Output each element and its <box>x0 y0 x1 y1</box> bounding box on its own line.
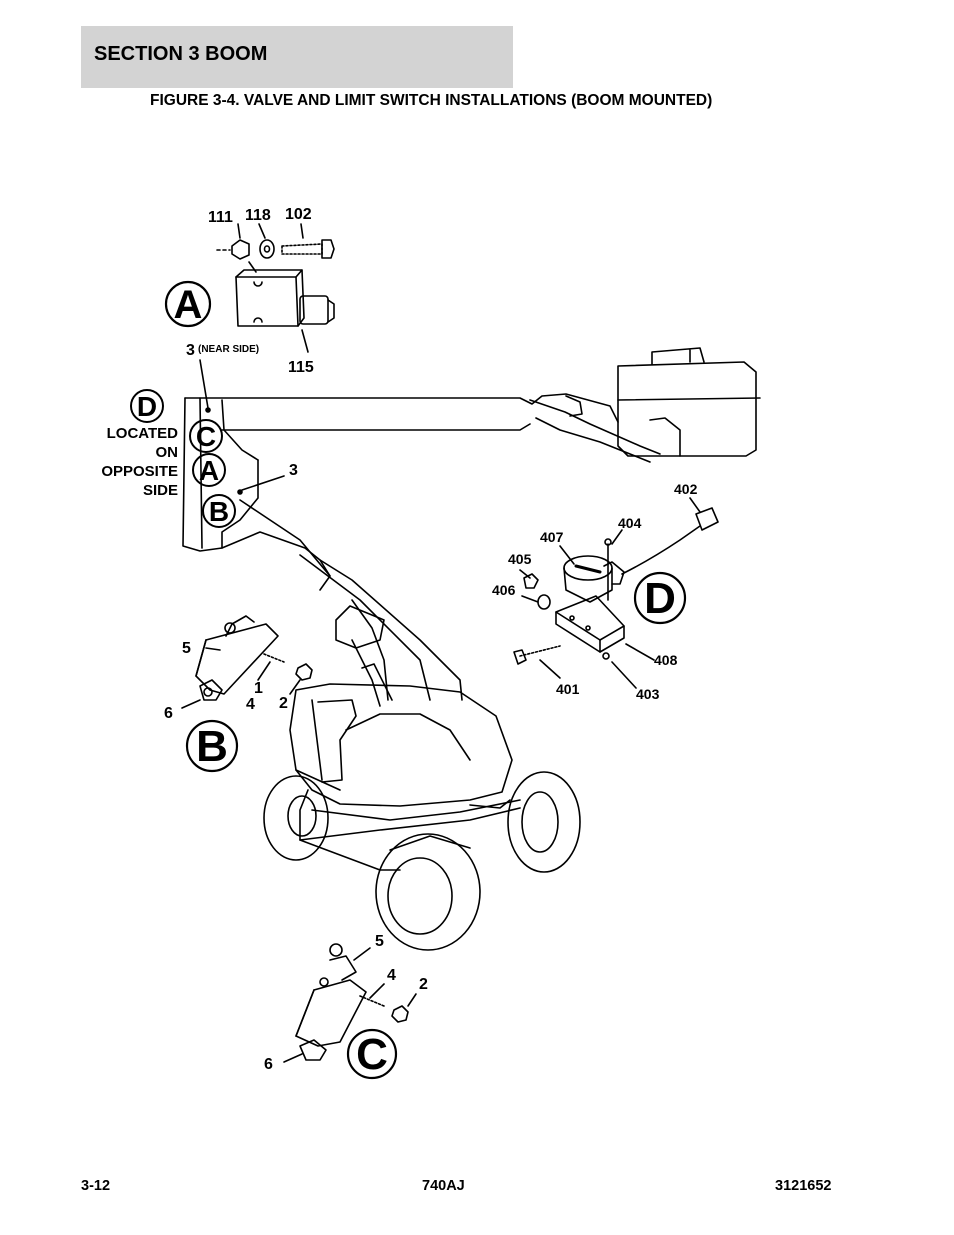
located-line-4: SIDE <box>143 482 178 499</box>
marker-c-circle <box>189 419 223 453</box>
view-c-limit-switch <box>283 943 417 1063</box>
section-title: SECTION 3 BOOM <box>94 43 268 65</box>
aerial-lift-machine <box>182 347 761 951</box>
view-b-part-6: 6 <box>164 705 173 722</box>
part-401: 401 <box>556 681 580 697</box>
part-102: 102 <box>285 206 312 223</box>
marker-d-circle <box>130 389 164 423</box>
part-406: 406 <box>492 582 516 598</box>
view-a-label: A <box>174 283 203 327</box>
marker-a-circle <box>192 453 226 487</box>
part-403: 403 <box>636 686 660 702</box>
part-408: 408 <box>654 652 678 668</box>
part-405: 405 <box>508 551 532 567</box>
view-b-part-1: 1 <box>254 680 263 697</box>
view-a-circle <box>164 280 212 328</box>
model-number: 740AJ <box>422 1178 465 1194</box>
part-3-right: 3 <box>289 462 298 479</box>
marker-b-label: B <box>209 496 229 527</box>
document-number: 3121652 <box>775 1178 832 1194</box>
view-d-limit-switch <box>513 497 719 689</box>
view-c-circle <box>346 1028 398 1080</box>
view-c-part-4: 4 <box>387 967 396 984</box>
page-number: 3-12 <box>81 1178 111 1194</box>
figure-title: FIGURE 3-4. VALVE AND LIMIT SWITCH INSTA… <box>150 92 713 109</box>
marker-c-label: C <box>196 421 216 452</box>
view-d-circle <box>633 571 687 625</box>
part-402: 402 <box>674 481 698 497</box>
marker-a-label: A <box>199 455 219 486</box>
view-c-part-5: 5 <box>375 933 384 950</box>
section-header: SECTION 3 BOOM <box>81 26 513 88</box>
view-b-part-2: 2 <box>279 695 288 712</box>
part-115: 115 <box>288 359 314 376</box>
view-c-label: C <box>356 1030 388 1079</box>
view-b-part-5: 5 <box>182 640 191 657</box>
located-line-1: LOCATED <box>107 425 179 442</box>
marker-d-label: D <box>137 391 157 422</box>
part-404: 404 <box>618 515 642 531</box>
marker-b-circle <box>202 494 236 528</box>
view-d-label: D <box>644 574 676 623</box>
view-b-circle <box>185 719 239 773</box>
near-side-number: 3 <box>186 342 195 359</box>
view-b-label: B <box>196 722 228 771</box>
view-a-valve <box>216 223 335 353</box>
view-b-part-4: 4 <box>246 696 255 713</box>
part-118: 118 <box>245 207 271 224</box>
part-111: 111 <box>208 209 233 226</box>
view-c-part-2: 2 <box>419 976 428 993</box>
located-line-2: ON <box>156 444 179 461</box>
near-side-text: (NEAR SIDE) <box>198 344 259 355</box>
part-407: 407 <box>540 529 564 545</box>
view-b-limit-switch <box>181 615 313 709</box>
located-line-3: OPPOSITE <box>101 463 178 480</box>
view-c-part-6: 6 <box>264 1056 273 1073</box>
